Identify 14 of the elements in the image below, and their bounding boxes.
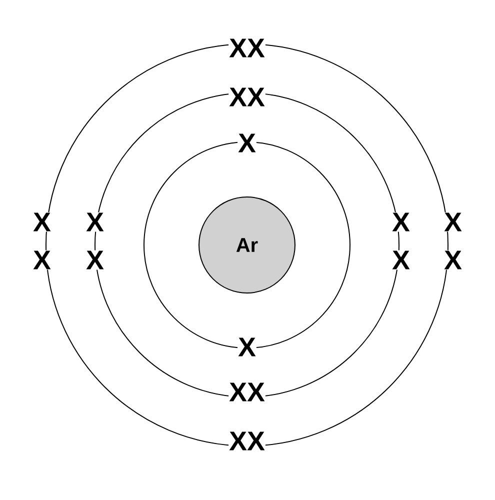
electron-mark: X xyxy=(444,250,462,270)
electron-mark: X xyxy=(238,133,256,153)
electron-mark: XX xyxy=(228,38,266,58)
electron-mark: X xyxy=(86,212,104,232)
electron-mark: X xyxy=(444,212,462,232)
electron-mark: X xyxy=(392,250,410,270)
electron-mark: XX xyxy=(228,431,266,451)
electron-mark: X xyxy=(32,212,52,232)
electron-mark: X xyxy=(392,212,410,232)
electron-mark: X xyxy=(86,250,104,270)
electron-mark: XX xyxy=(228,87,266,107)
electron-mark: XX xyxy=(228,382,266,402)
electron-mark: X xyxy=(32,250,52,270)
electron-mark: X xyxy=(238,337,256,357)
